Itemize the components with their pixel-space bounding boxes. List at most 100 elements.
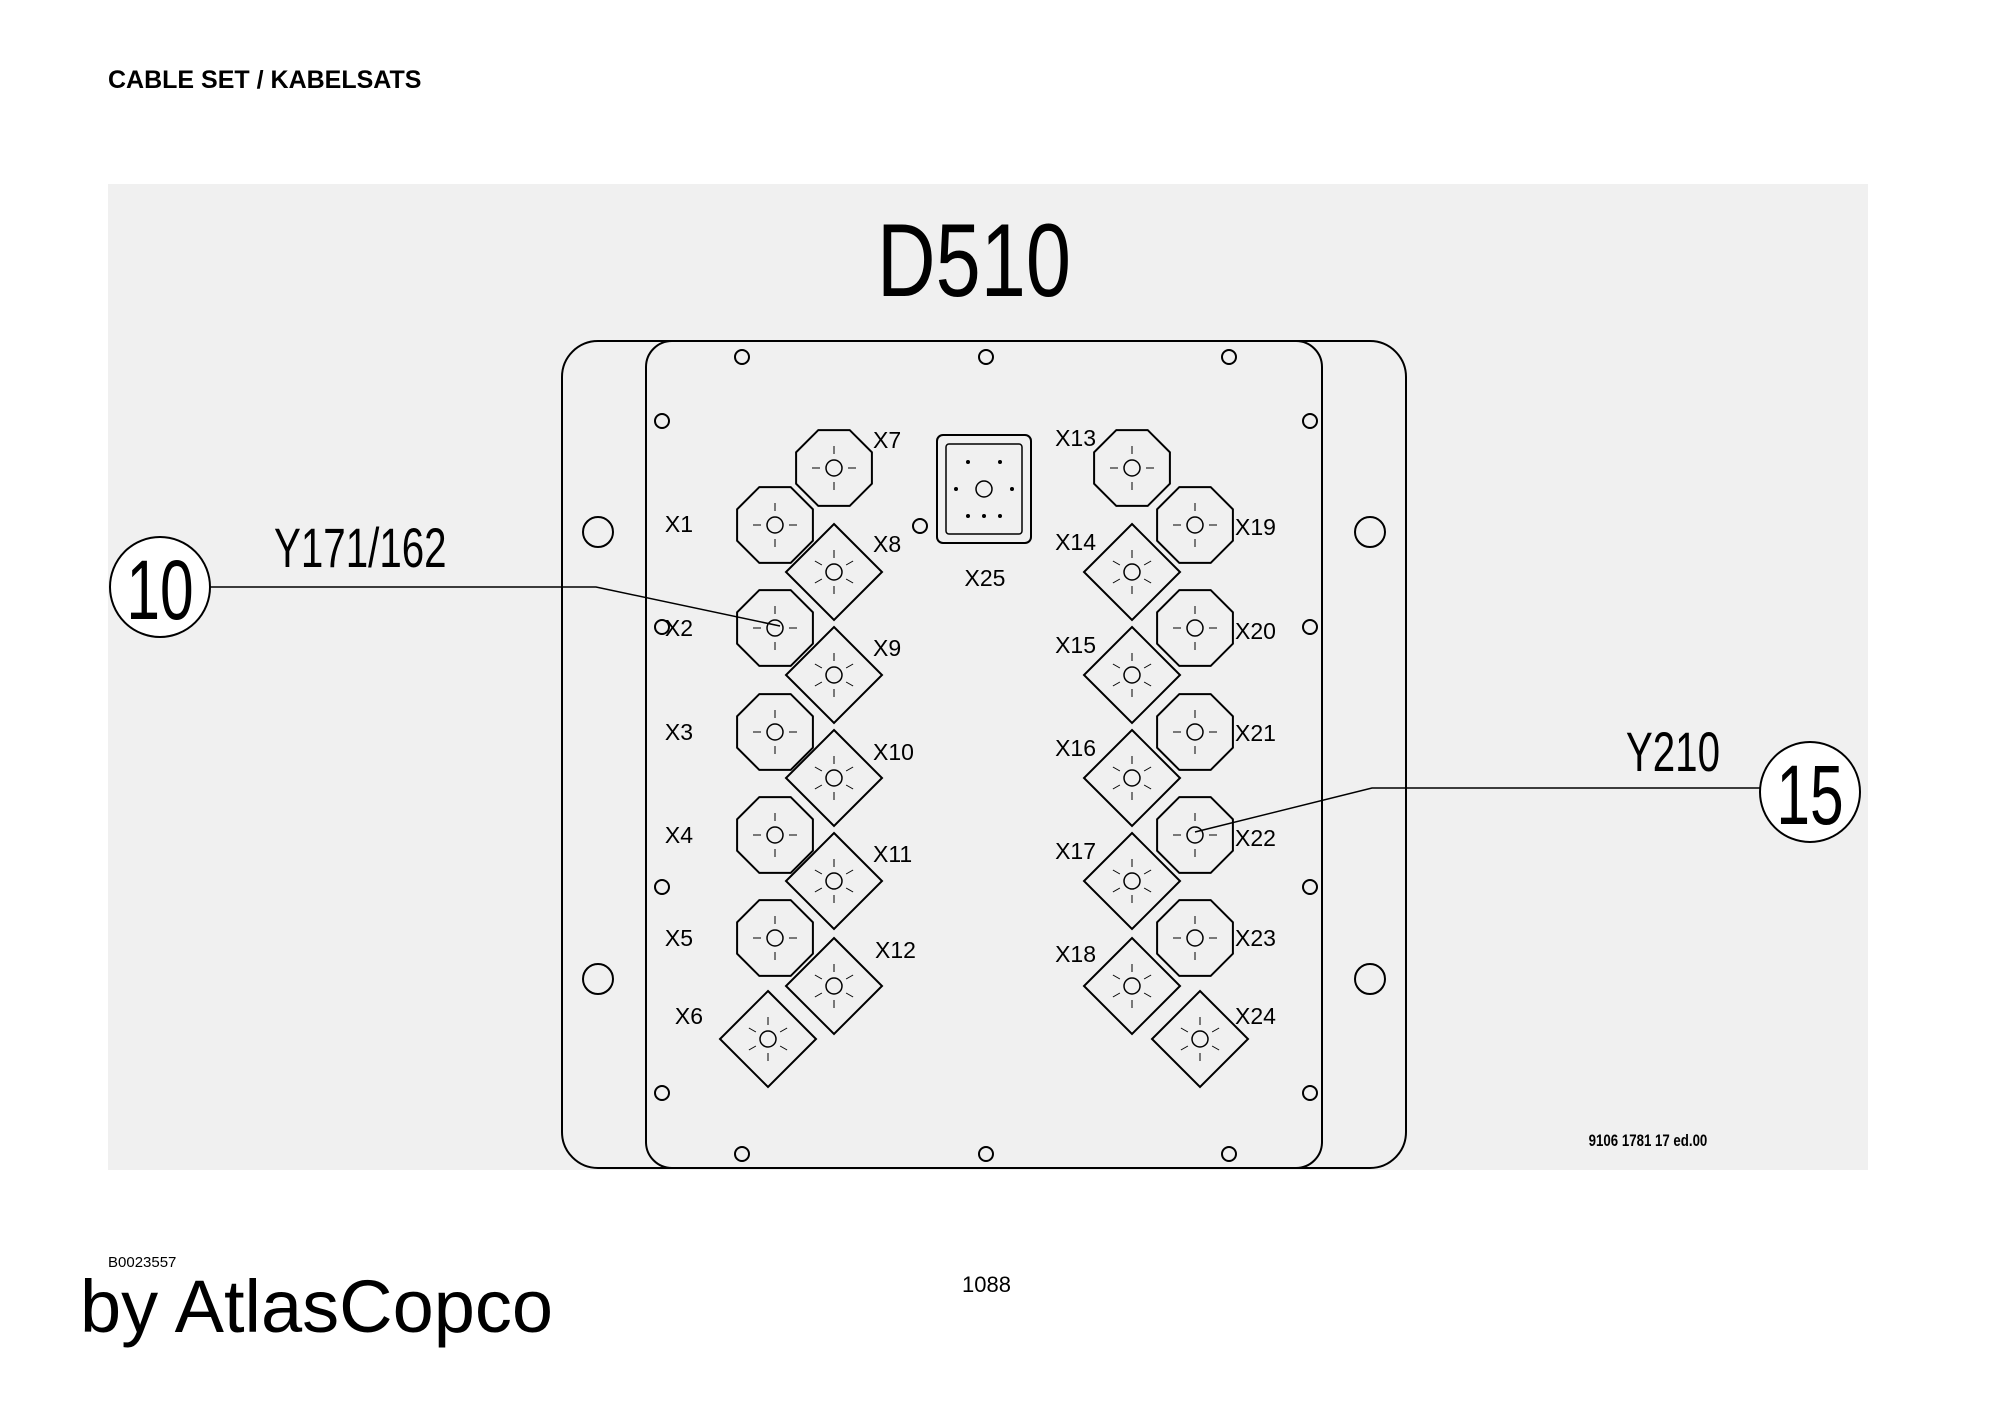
- screw-hole: [654, 619, 670, 635]
- connector-body: [1150, 989, 1250, 1089]
- screw-hole: [1302, 879, 1318, 895]
- connector-pin: [766, 619, 784, 637]
- callout-right-leader: [1194, 787, 1760, 833]
- connector-label: X17: [1055, 838, 1096, 864]
- connector-x6: X6: [675, 989, 818, 1089]
- connector-pin: [759, 1030, 777, 1048]
- connector-label: X8: [873, 531, 901, 557]
- connector-label: X21: [1235, 720, 1276, 746]
- connector-ticks: [753, 503, 797, 547]
- connector-body: [1156, 589, 1234, 667]
- connector-x24: X24: [1150, 989, 1276, 1089]
- connector-pin: [1123, 666, 1141, 684]
- connector-x13: X13: [1055, 425, 1171, 507]
- connector-x25-inner: [945, 443, 1023, 535]
- connector-ticks: [753, 606, 797, 650]
- connector-body: [1082, 936, 1182, 1036]
- connector-label: X10: [873, 739, 914, 765]
- connector-x25-label: X25: [965, 565, 1006, 591]
- connector-ticks: [753, 813, 797, 857]
- screw-hole: [1302, 619, 1318, 635]
- connector-label: X11: [873, 841, 912, 867]
- connector-pin: [825, 977, 843, 995]
- connector-x10: X10: [784, 728, 914, 828]
- connector-label: X18: [1055, 941, 1096, 967]
- connector-ticks: [1112, 859, 1152, 903]
- callout-left-label: Y171/162: [274, 518, 447, 580]
- connector-x7: X7: [795, 427, 901, 507]
- connector-pin: [825, 459, 843, 477]
- connector-pin: [766, 723, 784, 741]
- connector-x19: X19: [1156, 486, 1276, 564]
- connector-ticks: [814, 653, 854, 697]
- connector-label: X15: [1055, 632, 1096, 658]
- connector-pin: [1123, 872, 1141, 890]
- document-number: B0023557: [108, 1254, 177, 1271]
- connector-x12: X12: [784, 936, 916, 1036]
- connector-x3: X3: [665, 693, 814, 771]
- connector-label: X9: [873, 635, 901, 661]
- connector-x21: X21: [1156, 693, 1276, 771]
- diagram-title: D510: [877, 202, 1071, 318]
- connector-x25-center: [975, 480, 993, 498]
- connector-label: X13: [1055, 425, 1096, 451]
- connector-x8: X8: [784, 522, 901, 622]
- connector-ticks: [753, 916, 797, 960]
- connector-label: X12: [875, 937, 916, 963]
- connector-label: X23: [1235, 925, 1276, 951]
- connector-label: X4: [665, 822, 693, 848]
- connector-label: X16: [1055, 735, 1096, 761]
- connector-pin: [1186, 826, 1204, 844]
- connector-ticks: [1112, 964, 1152, 1008]
- connector-pin: [825, 666, 843, 684]
- mounting-hole-large: [1354, 963, 1386, 995]
- connector-x25-pins: [954, 460, 1014, 518]
- connector-body: [1156, 796, 1234, 874]
- connector-x25-outer: [936, 434, 1032, 544]
- connector-label: X22: [1235, 825, 1276, 851]
- connector-ticks: [1112, 653, 1152, 697]
- screw-hole: [734, 1146, 750, 1162]
- connector-pin: [766, 929, 784, 947]
- connector-ticks: [1180, 1017, 1220, 1061]
- connector-pin: [766, 516, 784, 534]
- connector-ticks: [814, 756, 854, 800]
- connector-body: [1156, 486, 1234, 564]
- outer-box-frame: [561, 340, 1407, 1169]
- connector-pin: [825, 769, 843, 787]
- connector-pin: [1123, 563, 1141, 581]
- callout-right-number: 15: [1776, 748, 1843, 842]
- screw-hole: [1221, 349, 1237, 365]
- mounting-holes: [582, 516, 1386, 995]
- screw-hole: [654, 413, 670, 429]
- connector-x15: X15: [1055, 625, 1182, 725]
- connector-body: [1082, 831, 1182, 931]
- wiring-diagram: D510: [109, 202, 1861, 1169]
- callout-right: 15 Y210: [1194, 722, 1861, 843]
- connector-x4: X4: [665, 796, 814, 874]
- screw-hole: [654, 1085, 670, 1101]
- connector-pin: [766, 826, 784, 844]
- mounting-hole-large: [582, 963, 614, 995]
- connector-ticks: [1173, 916, 1217, 960]
- screw-hole: [1302, 413, 1318, 429]
- screw-hole: [654, 879, 670, 895]
- connector-ticks: [1110, 446, 1154, 490]
- screw-hole: [1221, 1146, 1237, 1162]
- connector-pin: [1123, 459, 1141, 477]
- connector-x9: X9: [784, 625, 901, 725]
- brand-footer: by AtlasCopco: [80, 1265, 554, 1348]
- connector-ticks: [1173, 606, 1217, 650]
- connector-body: [1082, 522, 1182, 622]
- connector-x11: X11: [784, 831, 912, 931]
- connector-ticks: [1173, 813, 1217, 857]
- connector-pin: [1191, 1030, 1209, 1048]
- callout-left: 10 Y171/162: [109, 518, 781, 638]
- connector-label: X24: [1235, 1003, 1276, 1029]
- connector-ticks: [814, 859, 854, 903]
- mounting-hole-large: [1354, 516, 1386, 548]
- connector-ticks: [1173, 503, 1217, 547]
- connector-ticks: [814, 550, 854, 594]
- callout-right-label: Y210: [1626, 722, 1720, 784]
- mounting-hole-large: [582, 516, 614, 548]
